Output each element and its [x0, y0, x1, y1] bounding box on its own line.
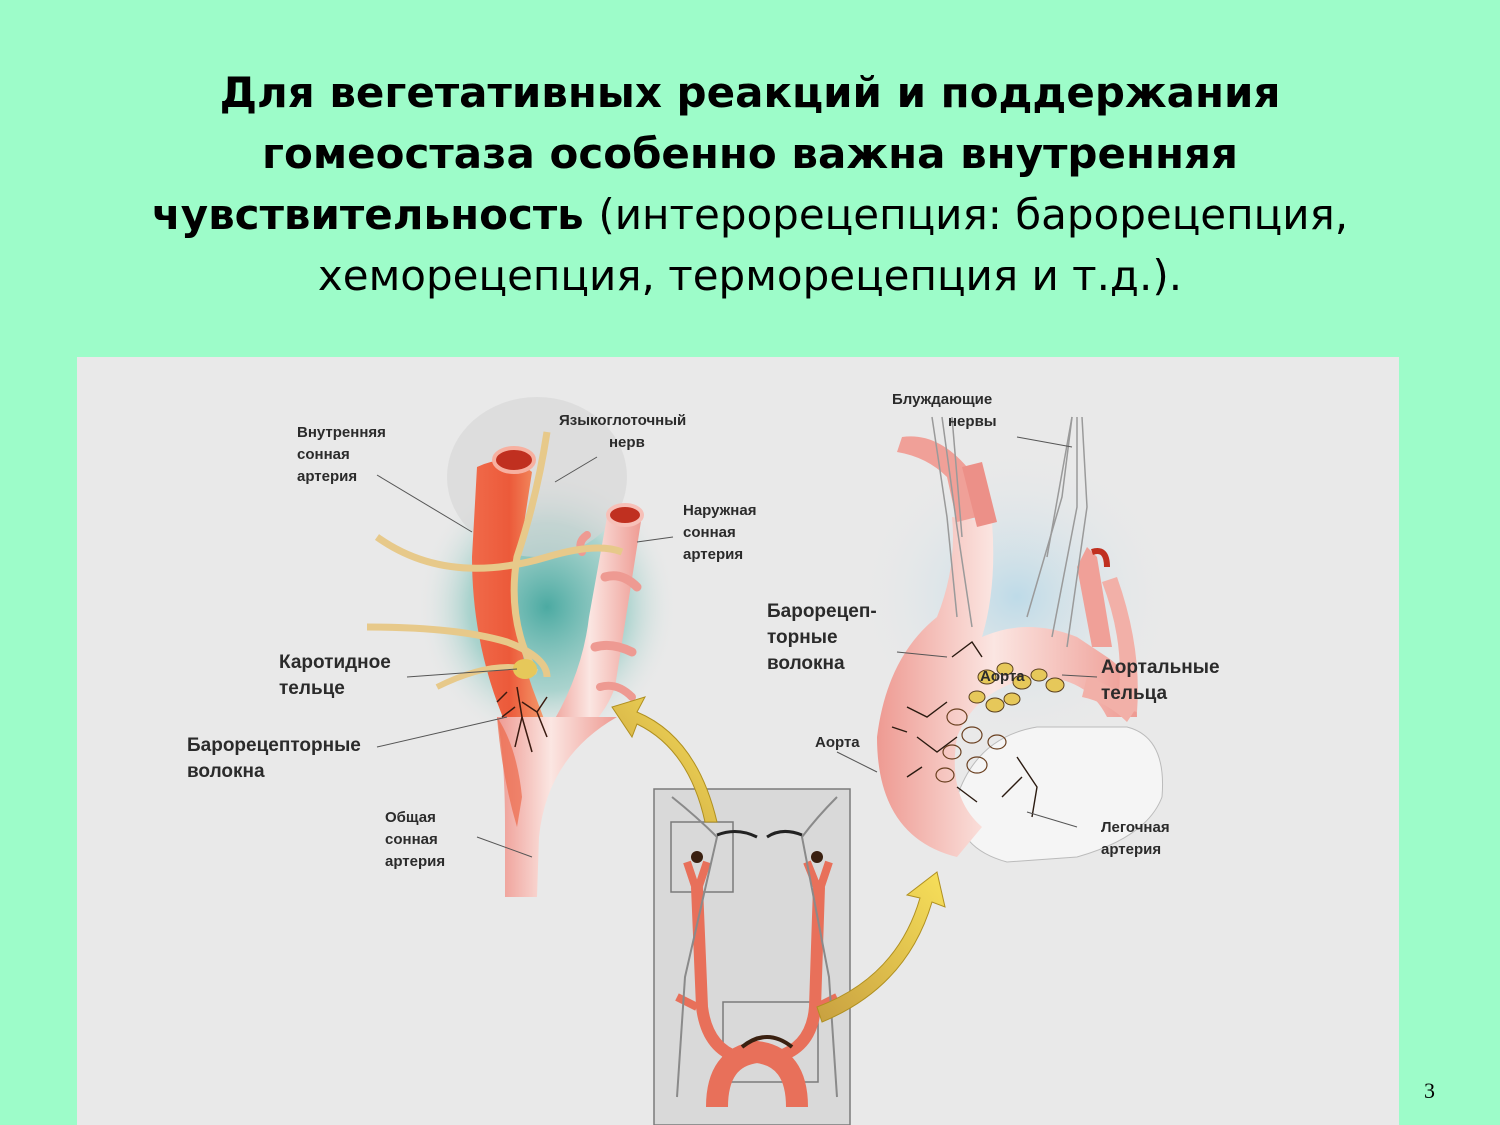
label-common-carotid: Общая сонная артерия: [385, 809, 445, 870]
page-number: 3: [1424, 1078, 1435, 1103]
arrow-to-aorta: [816, 871, 946, 1023]
external-carotid-artery: [547, 511, 642, 737]
aorta-vessel: [877, 517, 1137, 857]
internal-carotid-opening: [492, 446, 536, 474]
carotid-illustration: [366, 397, 677, 897]
arrow-to-carotid: [611, 696, 718, 823]
label-aorta: Аорта: [815, 734, 860, 751]
aortic-illustration: [836, 416, 1177, 863]
label-external-carotid: Наружная сонная артерия: [683, 502, 761, 563]
label-vagus-nerves: Блуждающие нервы: [892, 391, 997, 430]
title-normal-part: (интерорецепция: барорецепция, хеморецеп…: [317, 190, 1349, 300]
aortic-bodies: [968, 662, 1065, 713]
glossopharyngeal-nerve: [510, 431, 551, 669]
label-pulmonary-artery: Легочная артерия: [1101, 819, 1174, 858]
label-carotid-body: Каротидное тельце: [279, 652, 396, 699]
anatomy-illustration: Внутренняя сонная артерия Языкоглоточный…: [187, 391, 1225, 1125]
label-glossopharyngeal-nerve: Языкоглоточный нерв: [559, 412, 690, 451]
label-internal-carotid: Внутренняя сонная артерия: [297, 424, 390, 485]
slide-title: Для вегетативных реакций и поддержания г…: [80, 62, 1420, 306]
vagus-nerves: [931, 416, 1088, 648]
external-carotid-opening: [606, 503, 644, 527]
baroreceptor-figure: Внутренняя сонная артерия Языкоглоточный…: [77, 357, 1399, 1125]
common-carotid-artery: [497, 717, 617, 897]
label-aortic-bodies: Аортальные тельца: [1101, 657, 1225, 704]
baroreceptor-fibers-left: [496, 686, 548, 753]
baroreceptor-fibers-right: [891, 640, 1038, 818]
internal-carotid-artery: [472, 460, 547, 727]
label-baroreceptor-fibers-left: Барорецепторные волокна: [187, 735, 366, 782]
title-bold-part: Для вегетативных реакций и поддержания г…: [151, 68, 1281, 239]
label-aorta-inner: Аорта: [980, 668, 1025, 685]
overview-inset: [653, 788, 851, 1125]
carotid-body: [513, 659, 537, 679]
label-baroreceptor-fibers-right: Барорецеп- торные волокна: [767, 601, 882, 674]
